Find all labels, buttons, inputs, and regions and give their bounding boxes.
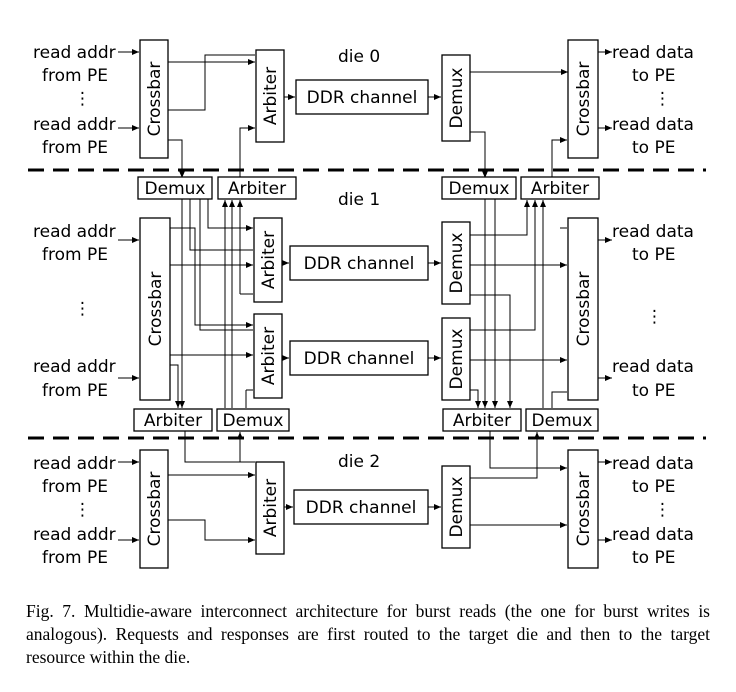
die1-demux-upper: [441, 221, 471, 305]
die0-ddr-channel-label: DDR channel: [307, 88, 418, 108]
die0-crossbar-left: [139, 39, 169, 159]
die1-demux-lower: [441, 317, 471, 401]
die1-wires: [118, 199, 612, 408]
die0-arbiter: [255, 49, 285, 143]
die2-demux: [441, 465, 471, 549]
die0-from-pe-2: from PE: [42, 138, 108, 158]
die0-ellipsis-right: ⋮: [654, 89, 671, 109]
die2-read-addr-1: read addr: [33, 454, 116, 474]
die1-arbiter-bottom-left: [133, 408, 213, 432]
die1-ellipsis-left: ⋮: [74, 299, 91, 319]
die2-to-pe-2: to PE: [632, 548, 675, 568]
die-2-label: die 2: [338, 452, 380, 472]
die1-demux-bottom-right: [525, 408, 599, 432]
die1-crossbar-left: [139, 217, 171, 401]
die2-read-addr-2: read addr: [33, 525, 116, 545]
die1-ellipsis-right: ⋮: [646, 307, 663, 327]
die1-read-addr-1: read addr: [33, 222, 116, 242]
die0-arbiter-label: Arbiter: [261, 67, 281, 125]
die1-arbiter-top-right: [520, 176, 600, 200]
die2-ddr-channel-label: DDR channel: [306, 498, 417, 518]
die1-crossbar-right: [567, 217, 599, 401]
die2-crossbar-left-label: Crossbar: [145, 472, 165, 547]
die1-arbiter-top-right-label: Arbiter: [531, 179, 589, 199]
die1-demux-top-left-label: Demux: [145, 179, 206, 199]
die1-read-data-2: read data: [612, 357, 694, 377]
die0-ddr-channel: [295, 79, 429, 115]
die2-crossbar-right-label: Crossbar: [574, 472, 594, 547]
die2-ellipsis-left: ⋮: [74, 500, 91, 520]
die0-wires: [118, 49, 612, 178]
die1-demux-lower-label: Demux: [447, 329, 467, 390]
die0-crossbar-right-label: Crossbar: [574, 62, 594, 137]
die2-ellipsis-right: ⋮: [654, 500, 671, 520]
die1-demux-top-right: [441, 176, 517, 200]
die2-ddr-channel: [293, 489, 429, 525]
die0-demux: [441, 54, 471, 142]
die1-crossbar-left-label: Crossbar: [146, 272, 166, 347]
die1-arbiter-upper-label: Arbiter: [259, 231, 279, 289]
die1-arbiter-bottom-right-label: Arbiter: [453, 411, 511, 431]
die2-wires: [118, 431, 612, 543]
die1-arbiter-bottom-right: [442, 408, 522, 432]
die1-read-data-1: read data: [612, 222, 694, 242]
die0-crossbar-left-label: Crossbar: [145, 62, 165, 137]
die2-read-data-2: read data: [612, 525, 694, 545]
die1-read-addr-2: read addr: [33, 357, 116, 377]
die0-from-pe-1: from PE: [42, 66, 108, 86]
die2-to-pe-1: to PE: [632, 477, 675, 497]
die0-read-addr-1: read addr: [33, 43, 116, 63]
die1-ddr-channel-upper-label: DDR channel: [304, 254, 415, 274]
die1-demux-top-right-label: Demux: [449, 179, 510, 199]
die1-to-pe-2: to PE: [632, 381, 675, 401]
die2-demux-label: Demux: [447, 477, 467, 538]
die0-to-pe-2: to PE: [632, 138, 675, 158]
die1-arbiter-bottom-left-label: Arbiter: [144, 411, 202, 431]
figure-caption: Fig. 7. Multidie-aware interconnect arch…: [26, 601, 710, 667]
die1-ddr-channel-lower-label: DDR channel: [304, 349, 415, 369]
die0-read-data-2: read data: [612, 115, 694, 135]
die1-crossbar-right-label: Crossbar: [574, 272, 594, 347]
die1-to-pe-1: to PE: [632, 245, 675, 265]
die2-crossbar-left: [139, 449, 169, 569]
die2-from-pe-1: from PE: [42, 477, 108, 497]
die1-ddr-channel-lower: [289, 340, 429, 376]
die1-demux-bottom-left-label: Demux: [223, 411, 284, 431]
die0-read-data-1: read data: [612, 43, 694, 63]
die2-arbiter: [255, 461, 285, 555]
die-0-label: die 0: [338, 47, 380, 67]
die0-crossbar-right: [567, 39, 599, 159]
interconnect-diagram: die 0 read addr from PE ⋮ read addr from…: [28, 39, 706, 569]
die2-read-data-1: read data: [612, 454, 694, 474]
die1-arbiter-lower-label: Arbiter: [259, 327, 279, 385]
die1-ddr-channel-upper: [289, 245, 429, 281]
die1-demux-bottom-left: [216, 408, 290, 432]
die0-to-pe-1: to PE: [632, 66, 675, 86]
die1-demux-bottom-right-label: Demux: [532, 411, 593, 431]
die1-arbiter-lower: [253, 313, 283, 399]
die-1-label: die 1: [338, 190, 380, 210]
die1-demux-upper-label: Demux: [447, 233, 467, 294]
die2-arbiter-label: Arbiter: [261, 479, 281, 537]
die1-from-pe-1: from PE: [42, 245, 108, 265]
die0-read-addr-2: read addr: [33, 115, 116, 135]
die2-from-pe-2: from PE: [42, 548, 108, 568]
die1-from-pe-2: from PE: [42, 381, 108, 401]
die1-arbiter-top-left: [217, 176, 297, 200]
die2-crossbar-right: [567, 449, 599, 569]
die0-ellipsis-left: ⋮: [74, 89, 91, 109]
die1-demux-top-left: [137, 176, 213, 200]
die1-arbiter-top-left-label: Arbiter: [228, 179, 286, 199]
die0-demux-label: Demux: [447, 68, 467, 129]
